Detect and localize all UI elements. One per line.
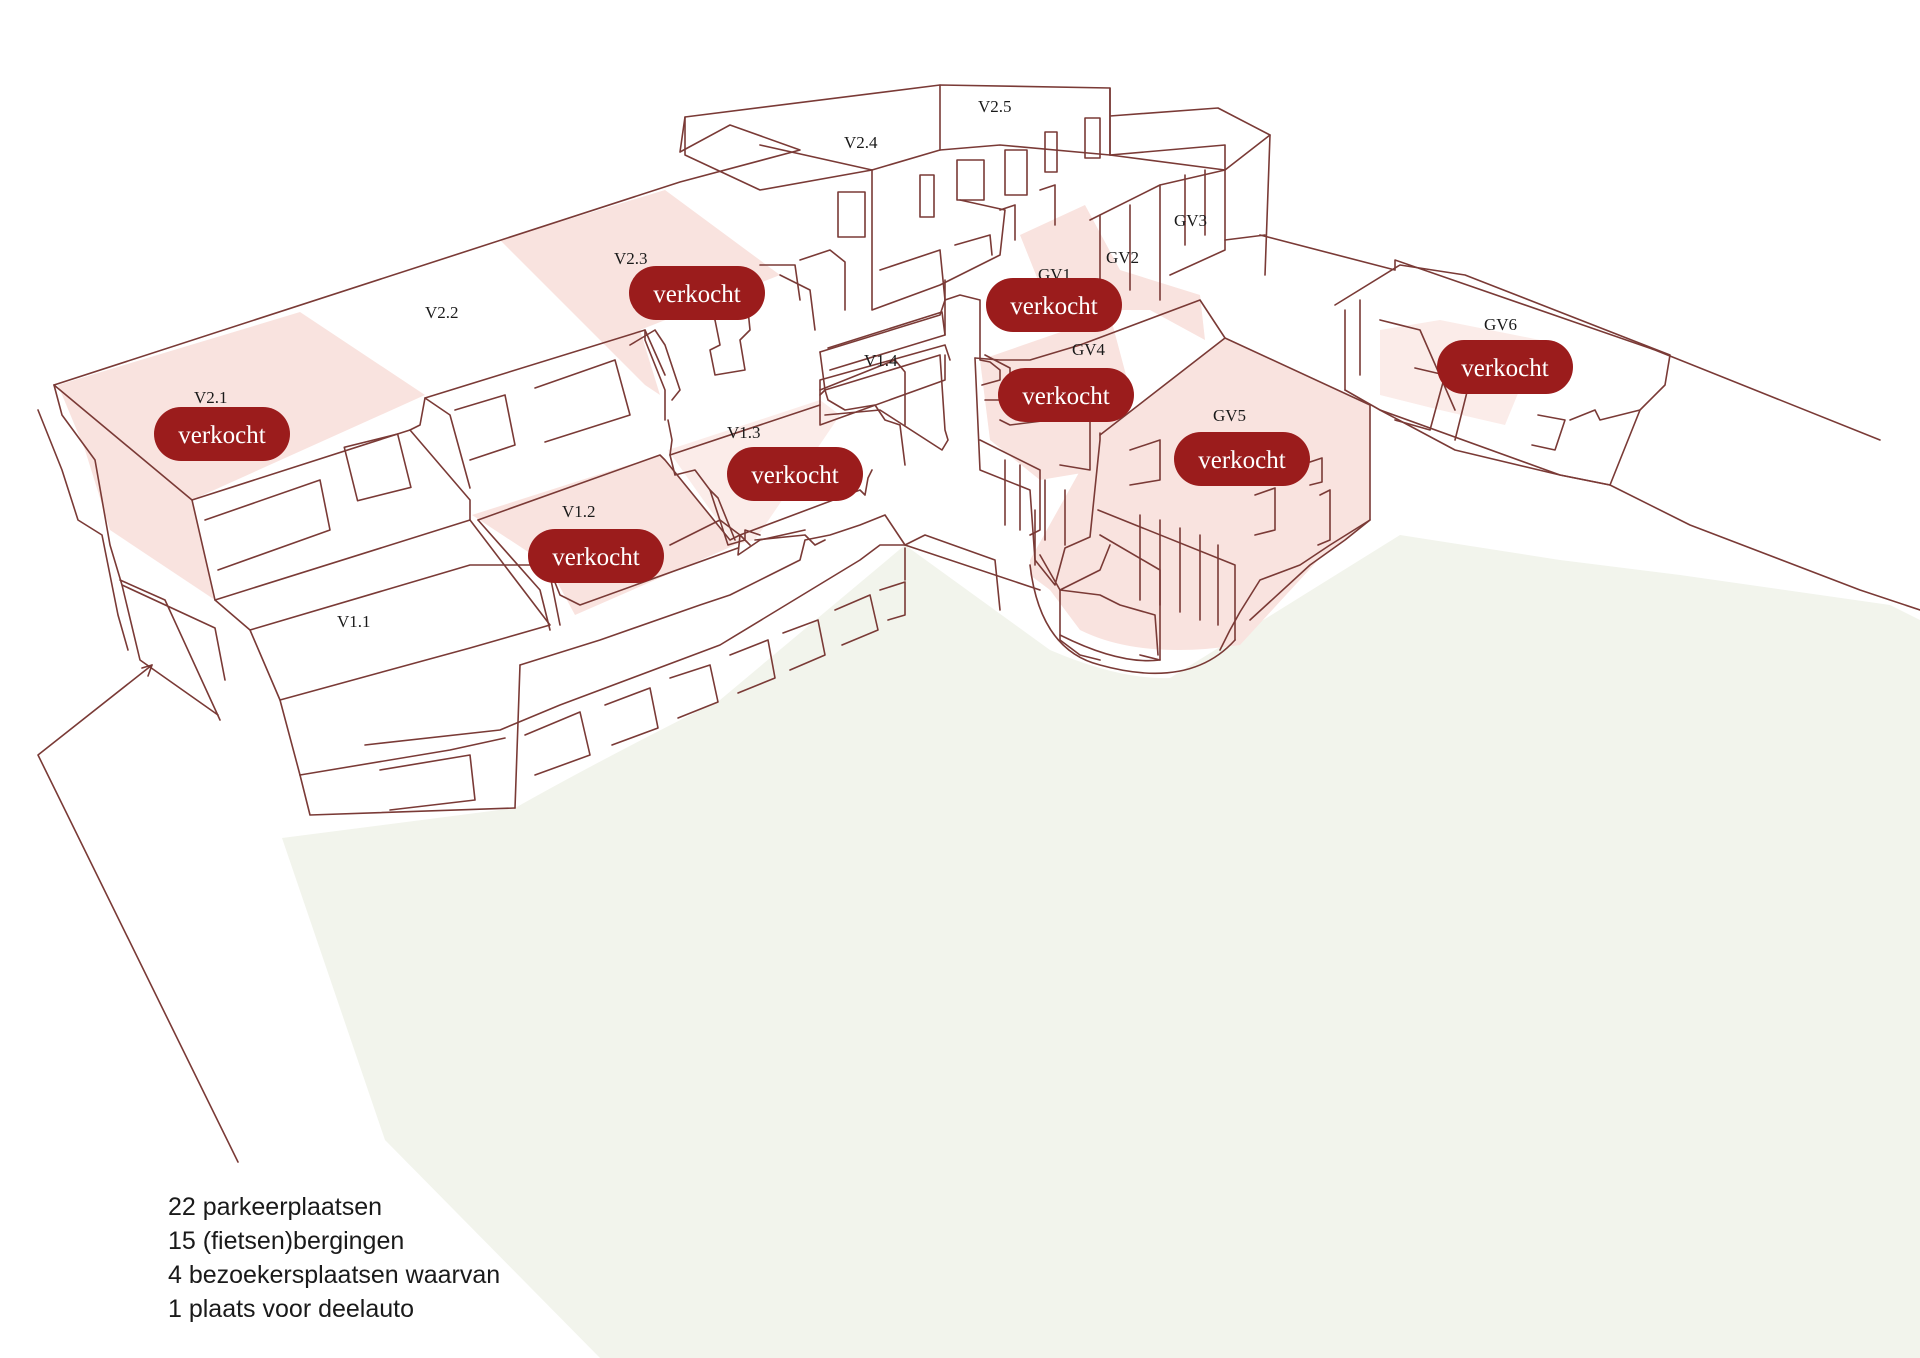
summary-parking: 22 parkeerplaatsen xyxy=(168,1193,383,1221)
green-area xyxy=(282,535,1920,1358)
svg-text:verkocht: verkocht xyxy=(178,422,266,449)
label-V1.1: V1.1 xyxy=(337,612,371,631)
label-GV2: GV2 xyxy=(1106,248,1139,267)
summary-list: 22 parkeerplaatsen 15 (fietsen)bergingen… xyxy=(168,1190,500,1326)
sold-badge-V1.3[interactable]: verkocht xyxy=(727,447,863,501)
label-V2.2: V2.2 xyxy=(425,303,459,322)
label-GV6: GV6 xyxy=(1484,315,1517,334)
label-V2.3: V2.3 xyxy=(614,249,648,268)
sold-badge-GV5[interactable]: verkocht xyxy=(1174,432,1310,486)
sold-badge-V2.1[interactable]: verkocht xyxy=(154,407,290,461)
svg-text:verkocht: verkocht xyxy=(1022,383,1110,410)
svg-text:verkocht: verkocht xyxy=(653,281,741,308)
label-GV3: GV3 xyxy=(1174,211,1207,230)
sold-badge-GV1[interactable]: verkocht xyxy=(986,278,1122,332)
svg-text:verkocht: verkocht xyxy=(751,462,839,489)
svg-text:verkocht: verkocht xyxy=(1010,293,1098,320)
summary-shared-car: 1 plaats voor deelauto xyxy=(168,1295,415,1323)
svg-text:verkocht: verkocht xyxy=(1198,447,1286,474)
label-V1.2: V1.2 xyxy=(562,502,596,521)
sold-badges: verkocht verkocht verkocht verkocht verk… xyxy=(154,266,1573,583)
label-GV4: GV4 xyxy=(1072,340,1106,359)
sold-badge-V2.3[interactable]: verkocht xyxy=(629,266,765,320)
svg-text:verkocht: verkocht xyxy=(552,544,640,571)
sold-badge-GV6[interactable]: verkocht xyxy=(1437,340,1573,394)
sold-badge-V1.2[interactable]: verkocht xyxy=(528,529,664,583)
svg-text:verkocht: verkocht xyxy=(1461,355,1549,382)
label-GV5: GV5 xyxy=(1213,406,1246,425)
label-V1.4: V1.4 xyxy=(864,351,898,370)
summary-storage: 15 (fietsen)bergingen xyxy=(168,1227,405,1255)
sold-badge-GV4[interactable]: verkocht xyxy=(998,368,1134,422)
label-V2.4: V2.4 xyxy=(844,133,878,152)
label-V2.1: V2.1 xyxy=(194,388,228,407)
summary-visitor-spots: 4 bezoekersplaatsen waarvan xyxy=(168,1261,501,1289)
label-V2.5: V2.5 xyxy=(978,97,1012,116)
label-V1.3: V1.3 xyxy=(727,423,761,442)
building-outlines xyxy=(37,84,1920,1163)
unit-labels: V2.1 V2.2 V2.3 V2.4 V2.5 V1.1 V1.2 V1.3 … xyxy=(194,97,1517,631)
